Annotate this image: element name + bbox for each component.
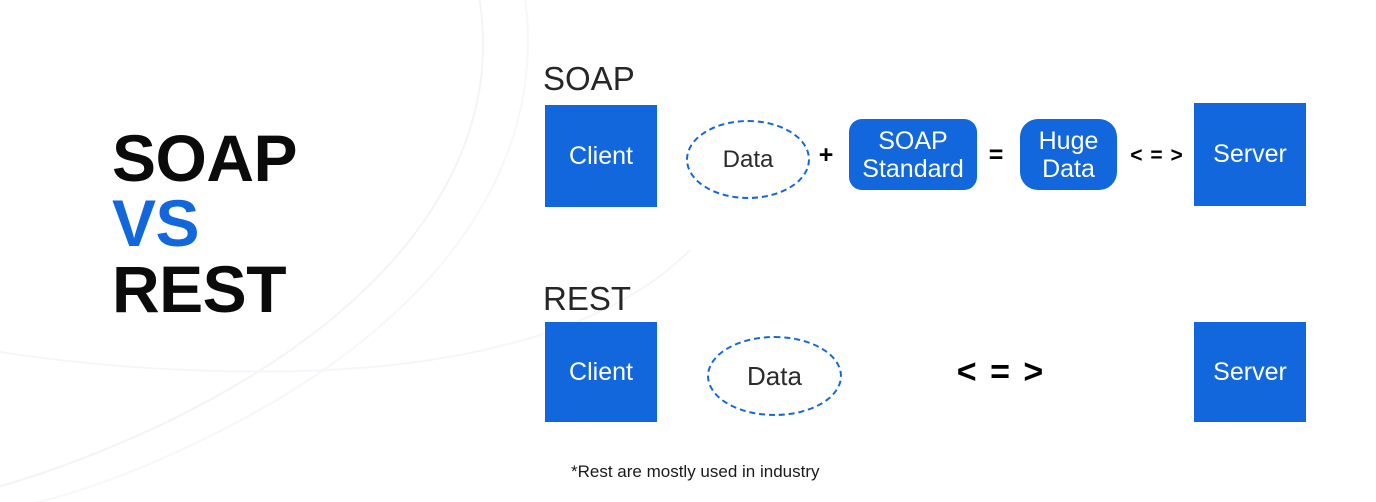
plus-operator: + [818,140,834,169]
soap-client-label: Client [569,141,633,170]
rest-server-node[interactable]: Server [1194,322,1306,422]
soap-exchange-arrows: < = > [1130,143,1184,167]
rest-data-label: Data [747,360,802,391]
title-line-rest: REST [112,251,287,326]
equals-operator: = [988,140,1004,169]
huge-data-line1: Huge [1038,126,1099,155]
soap-server-node[interactable]: Server [1194,103,1306,206]
section-label-rest: REST [543,280,632,317]
soap-data-node[interactable]: Data [686,120,810,199]
soap-client-node[interactable]: Client [545,105,657,207]
rest-data-node[interactable]: Data [707,336,842,416]
page-title: SOAP VS REST [112,121,298,326]
rest-exchange-arrows: < = > [956,353,1046,391]
huge-data-line2: Data [1042,154,1095,183]
section-label-soap: SOAP [543,60,635,97]
soap-standard-line2: Standard [862,154,964,183]
title-line-vs: VS [112,186,200,261]
rest-client-label: Client [569,357,633,386]
rest-client-node[interactable]: Client [545,322,657,422]
footnote-text: *Rest are mostly used in industry [571,462,820,481]
title-line-soap: SOAP [112,121,298,195]
rest-server-label: Server [1213,357,1287,386]
soap-data-label: Data [722,145,774,173]
soap-standard-line1: SOAP [878,126,948,155]
soap-server-label: Server [1213,140,1287,169]
